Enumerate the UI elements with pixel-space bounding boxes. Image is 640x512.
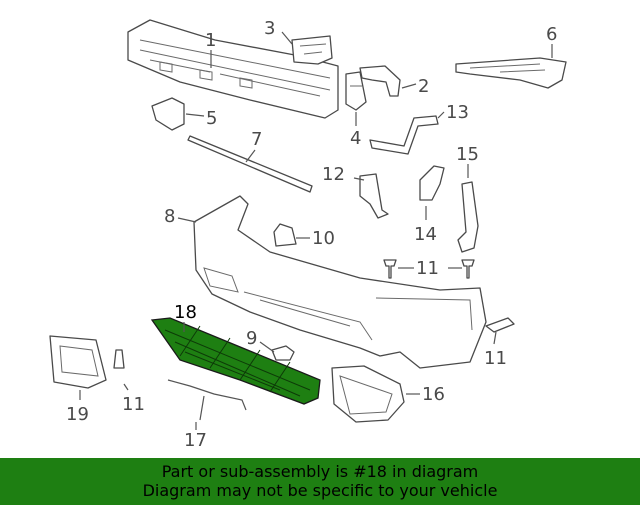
parts-diagram: 1 2 3 4 5 6 7 8 9 10 11 11 11 12 13 14 1… <box>49 18 567 451</box>
part-4-bracket <box>345 71 367 111</box>
footer-line-2: Diagram may not be specific to your vehi… <box>142 481 498 500</box>
part-1-reinforcement <box>127 19 339 119</box>
part-11-fasteners <box>113 259 515 369</box>
callout-16: 16 <box>422 384 445 405</box>
part-13-support <box>369 115 439 155</box>
part-17-harness <box>167 379 247 421</box>
callout-4: 4 <box>350 128 361 149</box>
part-9-clip <box>271 345 295 361</box>
callout-13: 13 <box>446 102 469 123</box>
part-16-bezel <box>331 365 405 423</box>
part-10-clip <box>273 223 297 247</box>
callout-3: 3 <box>264 18 275 39</box>
callout-9: 9 <box>246 328 257 349</box>
leader-lines <box>79 31 553 430</box>
diagram-footer-banner: Part or sub-assembly is #18 in diagram D… <box>0 458 640 505</box>
part-3-bracket <box>291 35 333 65</box>
callout-2: 2 <box>418 76 429 97</box>
callout-17: 17 <box>184 430 207 451</box>
footer-line-1: Part or sub-assembly is #18 in diagram <box>161 462 479 481</box>
callout-18: 18 <box>174 302 197 323</box>
callout-15: 15 <box>456 144 479 165</box>
callout-7: 7 <box>251 129 262 150</box>
part-8-fascia <box>193 195 487 369</box>
callout-1: 1 <box>205 30 216 51</box>
callout-19: 19 <box>66 404 89 425</box>
part-6-bracket <box>455 57 567 89</box>
part-12-bracket <box>359 173 389 219</box>
callout-12: 12 <box>322 164 345 185</box>
part-14-bracket <box>419 165 445 201</box>
callout-6: 6 <box>546 24 557 45</box>
part-7-strip <box>187 135 313 193</box>
callout-5: 5 <box>206 108 217 129</box>
part-15-brace <box>457 181 479 253</box>
part-5-clip <box>151 97 185 131</box>
part-19-license-bracket <box>49 335 107 389</box>
callout-11b: 11 <box>484 348 507 369</box>
callout-8: 8 <box>164 206 175 227</box>
callout-11c: 11 <box>122 394 145 415</box>
callout-14: 14 <box>414 224 437 245</box>
callout-10: 10 <box>312 228 335 249</box>
part-18-grille <box>150 317 321 405</box>
part-2-bracket <box>359 65 401 97</box>
callout-11a: 11 <box>416 258 439 279</box>
